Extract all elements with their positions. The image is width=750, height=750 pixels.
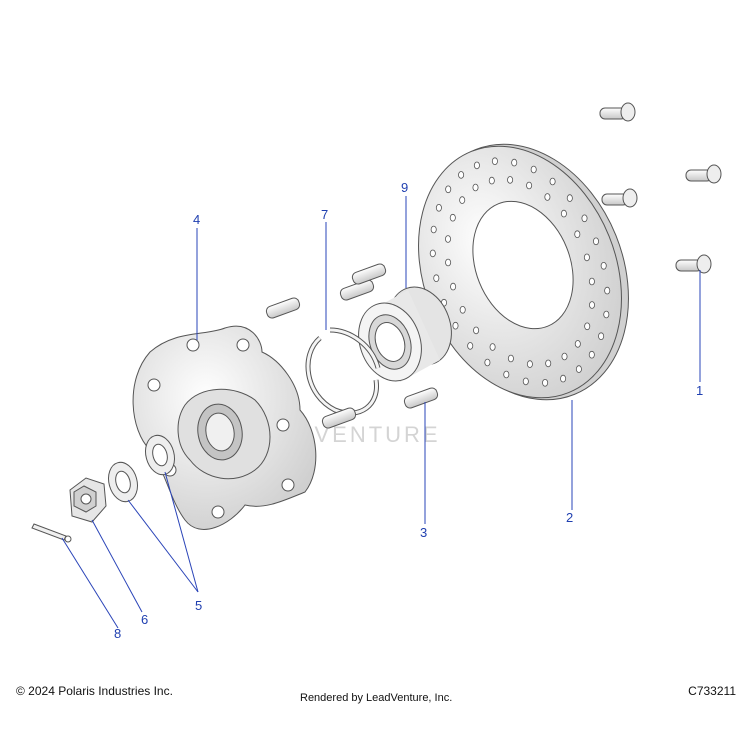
rotor-hole bbox=[433, 274, 440, 283]
washer-small bbox=[108, 461, 138, 503]
castle-nut bbox=[69, 477, 107, 523]
rotor-hole bbox=[459, 305, 466, 314]
rotor-hole bbox=[526, 360, 533, 368]
rotor-hole bbox=[583, 253, 590, 262]
rotor-hole bbox=[449, 213, 456, 222]
rotor-hole bbox=[458, 171, 465, 179]
rotor-hole bbox=[452, 321, 459, 330]
rotor-hole bbox=[545, 359, 552, 368]
rotor-bolt-right bbox=[685, 164, 722, 184]
rotor-hole bbox=[561, 352, 568, 361]
rotor-hole bbox=[503, 370, 510, 379]
rotor-hole bbox=[488, 176, 495, 185]
rotor-hole bbox=[603, 310, 610, 319]
snap-ring bbox=[305, 327, 381, 416]
rotor-bolt-top bbox=[599, 102, 636, 122]
rotor-hole bbox=[459, 196, 466, 204]
callout-1: 1 bbox=[696, 383, 703, 398]
wheel-stud-2 bbox=[351, 263, 387, 285]
rotor-hole bbox=[574, 230, 581, 239]
rendered-by-text: Rendered by LeadVenture, Inc. bbox=[300, 692, 453, 704]
rotor-hole bbox=[489, 343, 496, 351]
rotor-hole bbox=[604, 286, 611, 295]
washer-large bbox=[145, 434, 175, 476]
copyright-text: © 2024 Polaris Industries Inc. bbox=[16, 684, 173, 698]
rotor-hole bbox=[575, 365, 582, 373]
rotor-hole bbox=[507, 354, 514, 363]
callout-8: 8 bbox=[114, 626, 121, 641]
rotor-hole bbox=[574, 340, 581, 348]
rotor-hole bbox=[566, 194, 573, 202]
rotor-hole bbox=[429, 249, 436, 258]
callout-3: 3 bbox=[420, 525, 427, 540]
brake-rotor bbox=[418, 143, 629, 401]
wheel-stud-3 bbox=[265, 297, 301, 319]
rotor-hole bbox=[507, 176, 514, 184]
rotor-hole bbox=[445, 185, 452, 194]
rotor-hole bbox=[484, 358, 491, 367]
rotor-hole bbox=[491, 157, 498, 166]
rotor-hole bbox=[584, 322, 591, 331]
rotor-hole bbox=[560, 374, 567, 383]
leader-lines bbox=[61, 196, 701, 629]
rotor-hole bbox=[581, 214, 588, 223]
rotor-hole bbox=[588, 350, 595, 359]
rotor-hole bbox=[445, 258, 452, 267]
callout-5: 5 bbox=[195, 598, 202, 613]
cotter-pin bbox=[31, 523, 72, 543]
callout-2: 2 bbox=[566, 510, 573, 525]
rotor-hole bbox=[542, 378, 549, 387]
callout-6: 6 bbox=[141, 612, 148, 627]
rotor-hole bbox=[522, 377, 529, 386]
diagram-code: C733211 bbox=[688, 684, 736, 698]
wheel-stud-5 bbox=[321, 407, 357, 429]
rotor-hole bbox=[450, 282, 457, 291]
rotor-hole bbox=[589, 301, 596, 309]
rotor-hole bbox=[593, 237, 600, 246]
rotor-hole bbox=[444, 235, 451, 243]
callouts: 1 2 3 4 5 6 7 8 9 bbox=[114, 180, 703, 641]
rotor-hole bbox=[560, 209, 567, 218]
wheel-stud-4 bbox=[403, 387, 439, 409]
rotor-hole bbox=[526, 181, 533, 190]
rotor-hole bbox=[473, 326, 480, 335]
callout-7: 7 bbox=[321, 207, 328, 222]
rotor-hole bbox=[549, 177, 556, 186]
rotor-hole bbox=[511, 158, 518, 167]
wheel-stud-1 bbox=[339, 279, 375, 301]
rotor-bolt-middle bbox=[601, 188, 638, 208]
rotor-hole bbox=[544, 193, 551, 201]
rotor-hole bbox=[430, 225, 437, 234]
rotor-hole bbox=[588, 277, 595, 286]
callout-4: 4 bbox=[193, 212, 200, 227]
rotor-hole bbox=[473, 161, 480, 170]
rotor-holes bbox=[429, 157, 611, 387]
rotor-hole bbox=[530, 165, 537, 174]
callout-9: 9 bbox=[401, 180, 408, 195]
rotor-hole bbox=[600, 261, 607, 270]
rotor-hole bbox=[435, 204, 442, 212]
wheel-hub bbox=[132, 325, 317, 530]
rotor-hole bbox=[467, 342, 474, 350]
rotor-hole bbox=[472, 183, 479, 192]
rotor-hole bbox=[598, 332, 605, 341]
rotor-bolt-lower bbox=[675, 254, 712, 274]
